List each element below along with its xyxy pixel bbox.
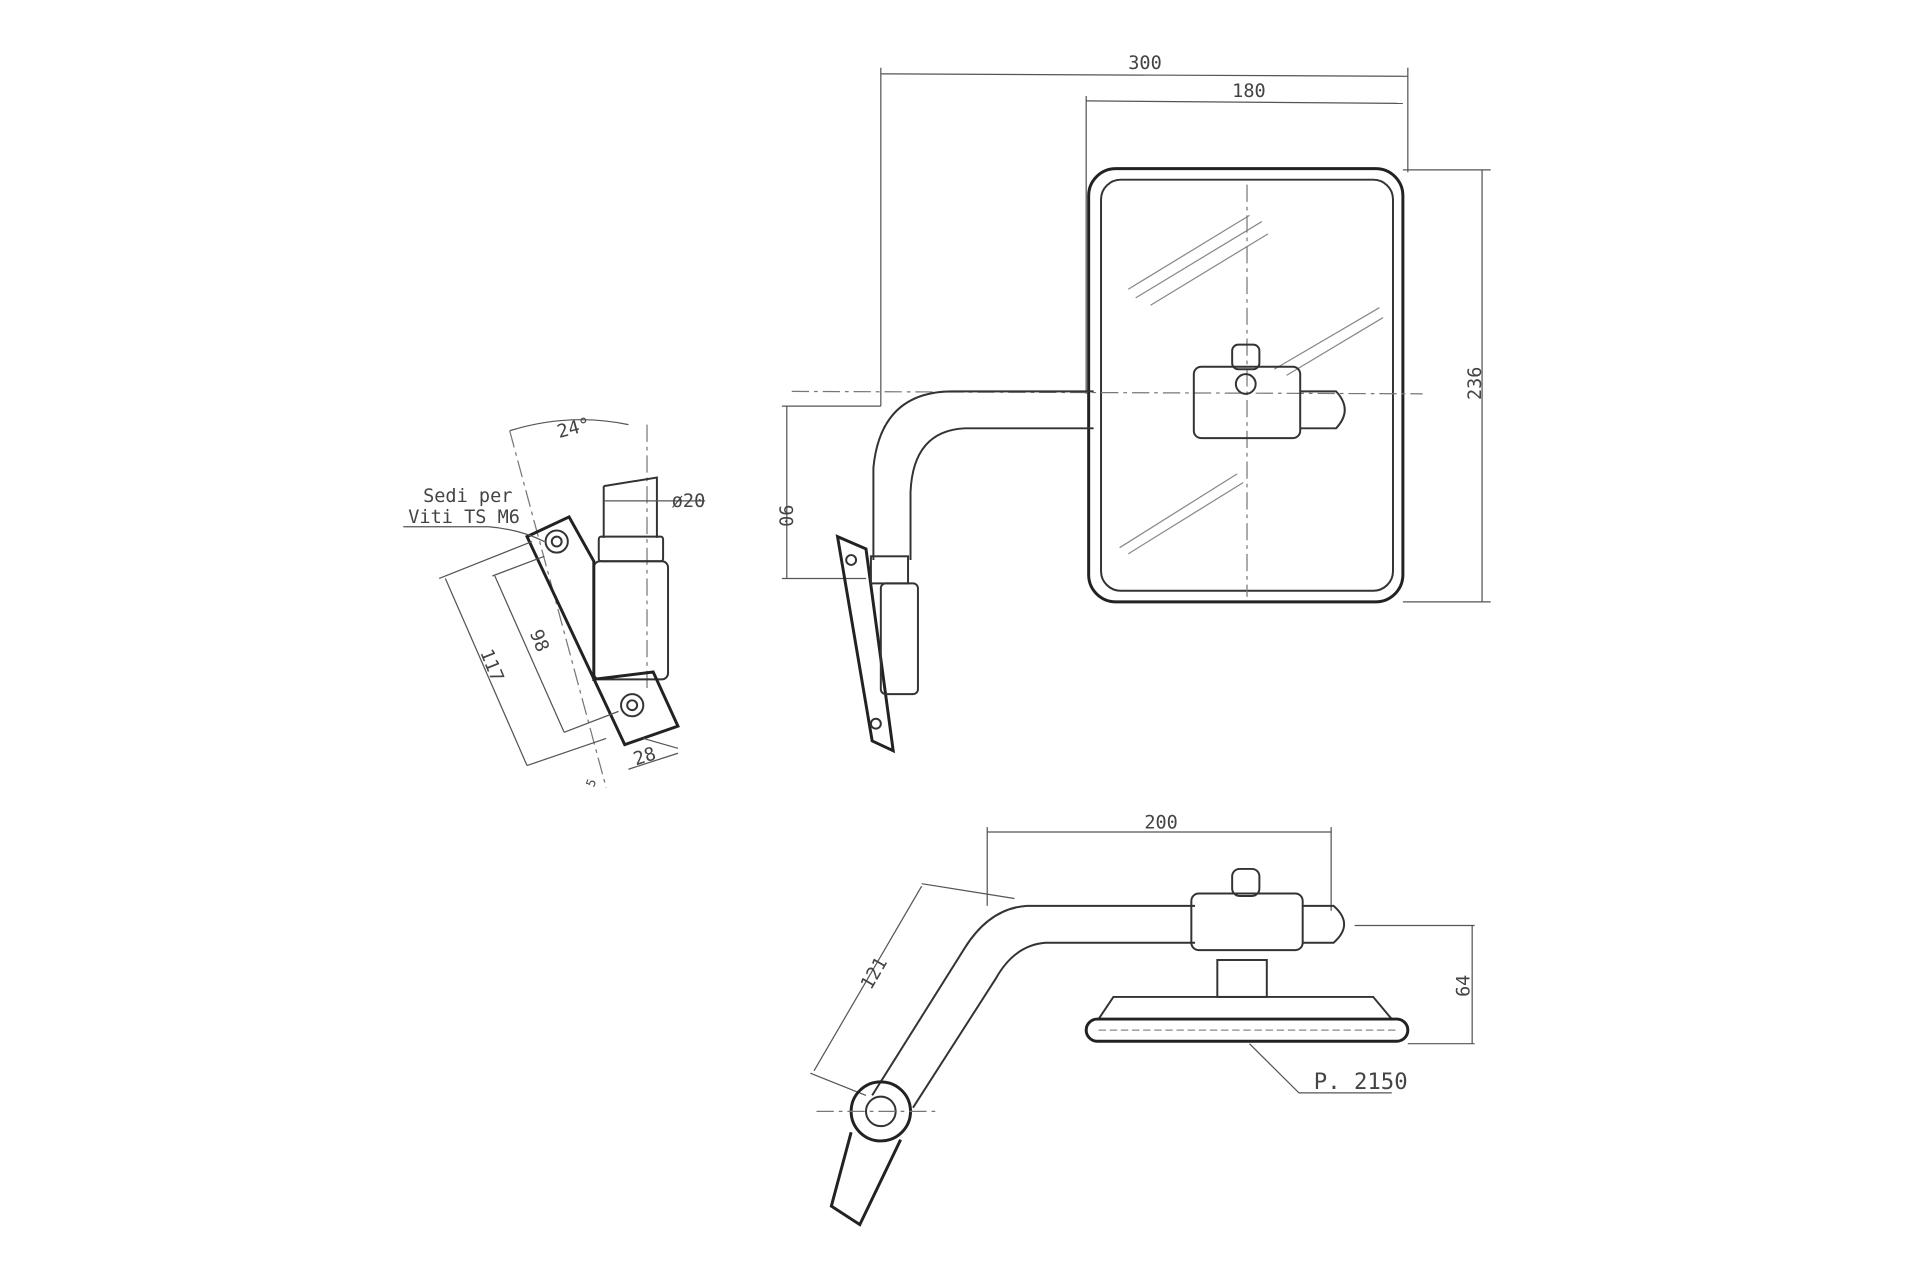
note-viti-ts-m6: Viti TS M6 [408, 507, 520, 528]
dim-98: 98 [525, 627, 553, 655]
top-view: 200 64 P. 2150 121 [810, 812, 1475, 1227]
dim-28: 28 [631, 743, 659, 770]
angle-24: 24° [555, 414, 593, 443]
dim-236: 236 [1465, 367, 1486, 400]
front-view: 300 180 236 [774, 53, 1491, 754]
bracket-detail: 24° ø20 Sedi per Viti TS M6 117 98 28 5 [403, 414, 705, 789]
mirror-glass [1087, 167, 1405, 604]
radius-2150: P. 2150 [1314, 1069, 1408, 1095]
note-sedi-per: Sedi per [423, 486, 512, 507]
dim-180: 180 [1232, 81, 1266, 102]
dim-200: 200 [1144, 812, 1178, 833]
dim-300: 300 [1128, 53, 1162, 74]
dim-64: 64 [1454, 975, 1475, 997]
dim-90: 90 [774, 505, 795, 527]
dim-117: 117 [475, 646, 507, 685]
dim-diameter-20: ø20 [672, 491, 706, 512]
dim-5: 5 [583, 777, 599, 789]
